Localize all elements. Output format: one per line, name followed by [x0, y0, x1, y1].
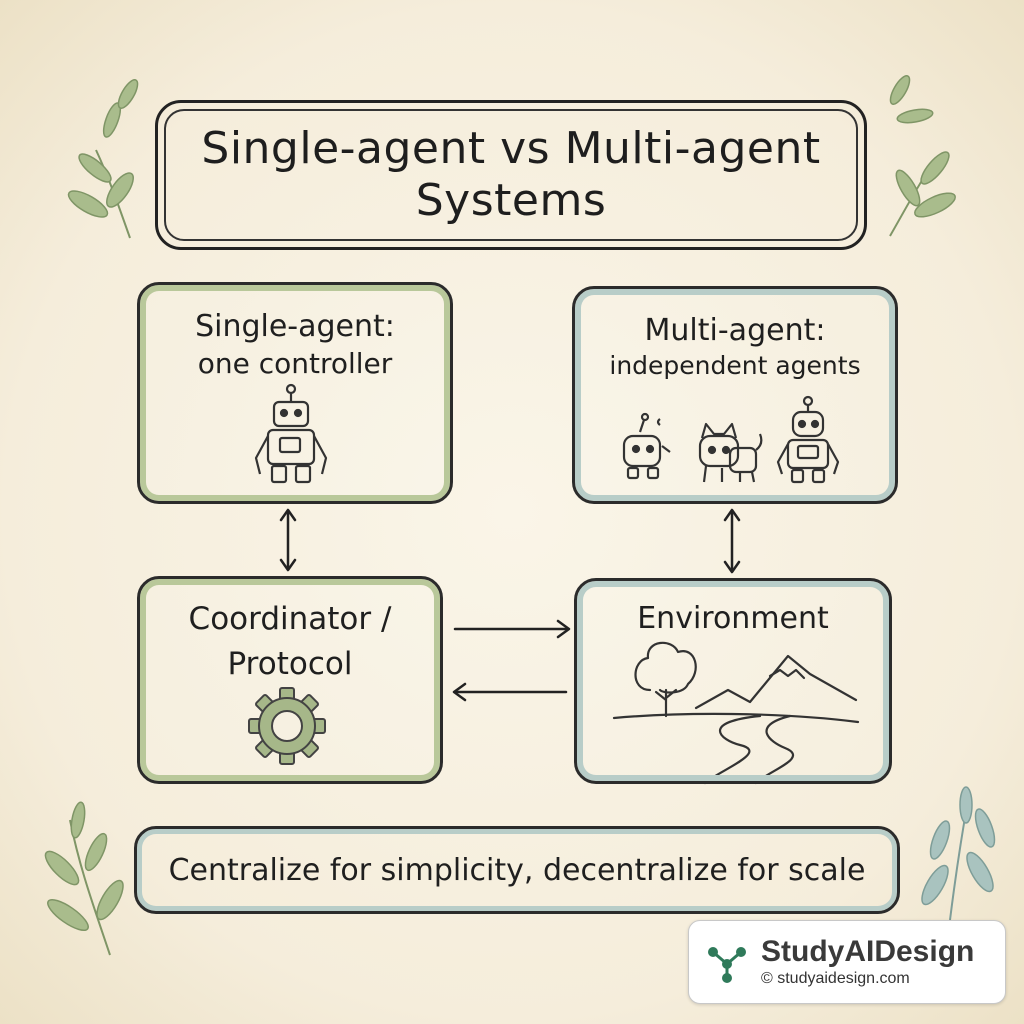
connector-arrow [723, 508, 741, 574]
coordinator-title: Coordinator / Protocol [188, 601, 392, 682]
takeaway-banner: Centralize for simplicity, decentralize … [134, 826, 900, 914]
small-robot-icon [622, 412, 671, 480]
multi-agent-subtitle: independent agents [609, 351, 861, 380]
environment-title: Environment [637, 601, 829, 636]
single-agent-title: Single-agent: [195, 309, 395, 344]
multi-agent-card: Multi-agent: independent agents [572, 286, 898, 504]
coordinator-card: Coordinator / Protocol [137, 576, 443, 784]
single-agent-subtitle: one controller [197, 347, 393, 380]
environment-card: Environment [574, 578, 892, 784]
diagram-title: Single-agent vs Multi-agent Systems [201, 123, 821, 226]
leaf-sprig-icon [921, 786, 996, 921]
multi-agent-title: Multi-agent: [644, 313, 826, 348]
connector-arrow [279, 508, 297, 572]
robot-icon [776, 395, 840, 484]
robot-dog-icon [698, 422, 763, 483]
single-agent-card: Single-agent: one controller [137, 282, 453, 504]
connector-arrow-left [452, 682, 568, 702]
takeaway-text: Centralize for simplicity, decentralize … [168, 852, 866, 888]
leaf-sprig-icon [67, 79, 139, 239]
leaf-sprig-icon [889, 75, 956, 237]
brand-url[interactable]: © studyaidesign.com [761, 970, 910, 988]
connector-arrow-right [453, 619, 571, 639]
brand-badge: StudyAIDesign © studyaidesign.com [688, 920, 1006, 1004]
landscape-icon [612, 641, 860, 785]
molecule-logo-icon [708, 947, 746, 983]
diagram-title-frame: Single-agent vs Multi-agent Systems [155, 100, 867, 250]
brand-text: StudyAIDesign © studyaidesign.com [761, 936, 974, 989]
brand-name: StudyAIDesign [761, 934, 975, 968]
leaf-sprig-icon [44, 801, 124, 956]
robot-icon [254, 383, 328, 484]
gear-icon [248, 687, 326, 765]
